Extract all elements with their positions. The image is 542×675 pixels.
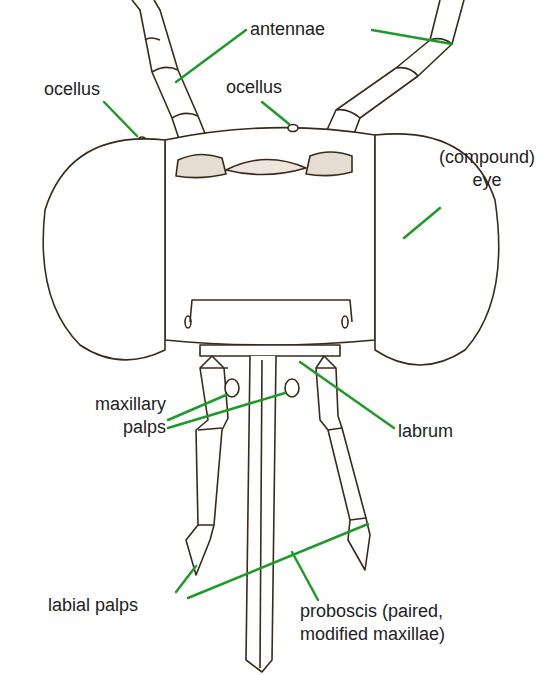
part-label: labial palps [48, 594, 138, 617]
part-label: maxillary palps [58, 393, 166, 440]
part-label: ocellus [44, 78, 100, 101]
part-label: (compound) eye [436, 146, 538, 193]
part-label: antennae [250, 18, 325, 41]
part-label: proboscis (paired, modified maxillae) [300, 600, 500, 647]
part-label: labrum [398, 420, 453, 443]
part-label: ocellus [226, 76, 282, 99]
